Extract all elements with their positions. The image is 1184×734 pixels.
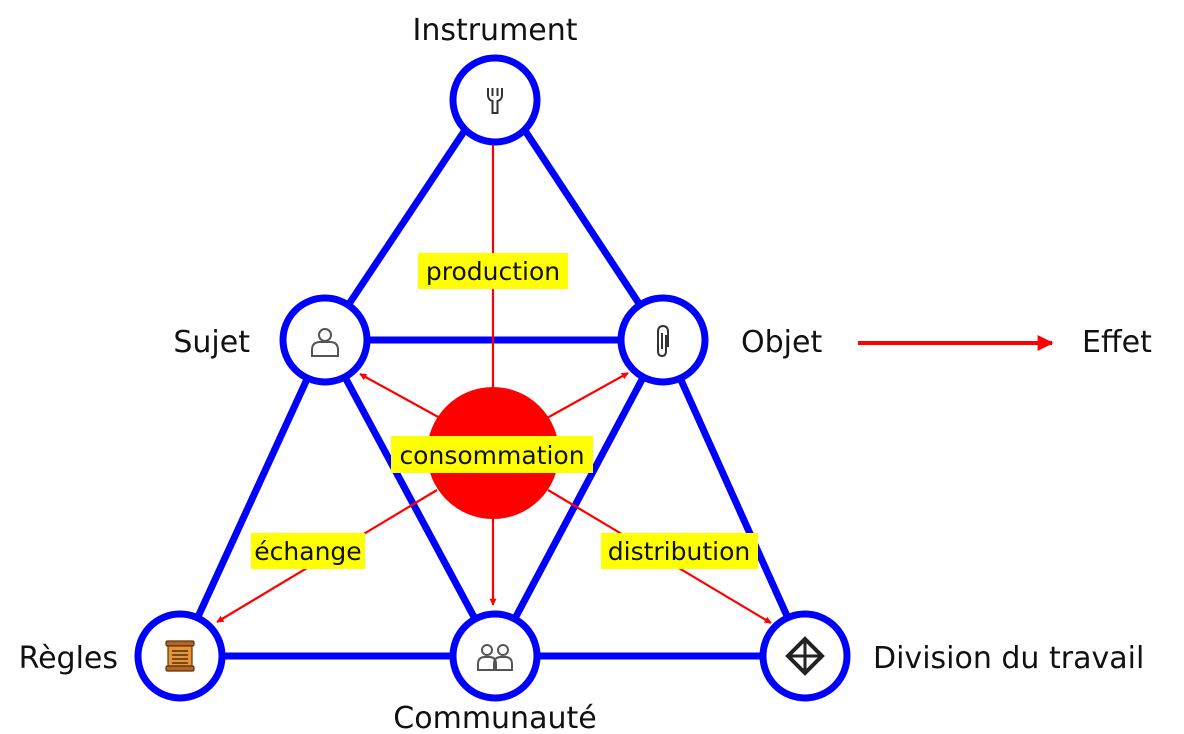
production-label: production [418, 253, 568, 289]
wrench-icon [487, 88, 503, 114]
distribution-text: distribution [608, 537, 750, 566]
paperclip-icon [657, 324, 669, 358]
arrow-to-sujet [359, 373, 441, 419]
person-icon [311, 328, 339, 357]
instrument-label: Instrument [412, 13, 577, 48]
effect-label: Effet [1082, 325, 1152, 360]
edge-objet-division [659, 336, 809, 660]
division-label: Division du travail [873, 641, 1144, 676]
consommation-label: consommation [391, 436, 593, 473]
echange-label: échange [251, 533, 365, 569]
node-regles [134, 610, 226, 702]
node-sujet [279, 294, 371, 386]
consommation-highlight [391, 436, 593, 473]
edge-sujet-regles [176, 336, 329, 660]
node-instrument-circle [449, 54, 541, 146]
edge-objet-communaute [491, 336, 667, 660]
sujet-label: Sujet [173, 325, 250, 360]
people-icon [477, 644, 513, 671]
node-communaute [449, 610, 541, 702]
distribution-label: distribution [601, 533, 758, 569]
edge-sujet-communaute [321, 336, 499, 660]
regles-label: Règles [19, 641, 118, 676]
node-communaute-circle [449, 610, 541, 702]
node-instrument [449, 54, 541, 146]
communaute-label: Communauté [393, 701, 596, 734]
production-text: production [426, 257, 560, 286]
diamond-cross-icon [785, 636, 825, 676]
consommation-text: consommation [399, 441, 584, 470]
echange-highlight [251, 533, 365, 569]
production-highlight [418, 253, 568, 289]
node-objet [617, 294, 709, 386]
echange-text: échange [254, 537, 361, 566]
distribution-highlight [601, 533, 758, 569]
objet-label: Objet [741, 325, 822, 360]
scroll-icon [165, 640, 195, 672]
node-division [759, 610, 851, 702]
arrow-to-objet [546, 372, 629, 419]
